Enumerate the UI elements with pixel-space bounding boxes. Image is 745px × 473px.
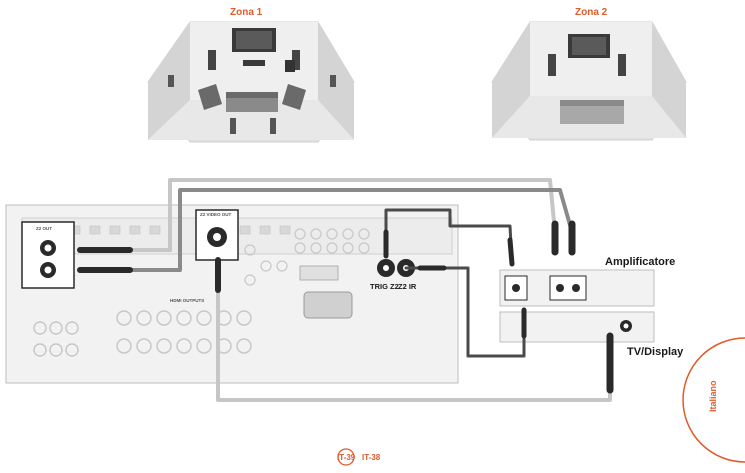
page-number-other: IT-38 — [362, 453, 381, 462]
tv-display-label: TV/Display — [627, 346, 684, 358]
video-out-jack-panel — [195, 209, 239, 261]
page-marker-circle — [337, 448, 355, 466]
language-tab-arc — [682, 337, 745, 463]
audio-cable-left — [78, 178, 557, 252]
zone2-speaker-icon — [548, 54, 556, 76]
trigger-cable — [384, 208, 514, 266]
zone1-label: Zona 1 — [230, 7, 263, 18]
zone2-sofa-icon — [560, 104, 624, 124]
zone1-room — [147, 21, 355, 143]
audio-cable-right — [78, 188, 574, 272]
zone1-chair-icon — [198, 84, 222, 110]
zone1-speaker-icon — [208, 50, 216, 70]
z2-ir-label: Z2 IR — [398, 282, 417, 291]
zone2-room — [491, 21, 687, 141]
amplifier-label: Amplificatore — [605, 256, 676, 268]
zone2-out-label: Z2 OUT — [36, 226, 53, 231]
ir-cable — [404, 266, 526, 358]
zone1-sofa-icon — [226, 96, 278, 112]
cables — [77, 178, 614, 402]
zone2-label: Zona 2 — [575, 7, 608, 18]
rs232-port — [303, 291, 353, 319]
amplifier-device — [499, 269, 655, 307]
video-out-label: Z2 VIDEO OUT — [200, 212, 232, 217]
hdmi-outputs-label: HDMI OUTPUTS — [170, 298, 205, 303]
receiver-rear-panel — [5, 204, 459, 384]
trig-z2-label: TRIG Z2 — [370, 282, 399, 291]
language-tab-label: Italiano — [708, 380, 718, 412]
page-number-current: IT-39 — [337, 453, 356, 462]
